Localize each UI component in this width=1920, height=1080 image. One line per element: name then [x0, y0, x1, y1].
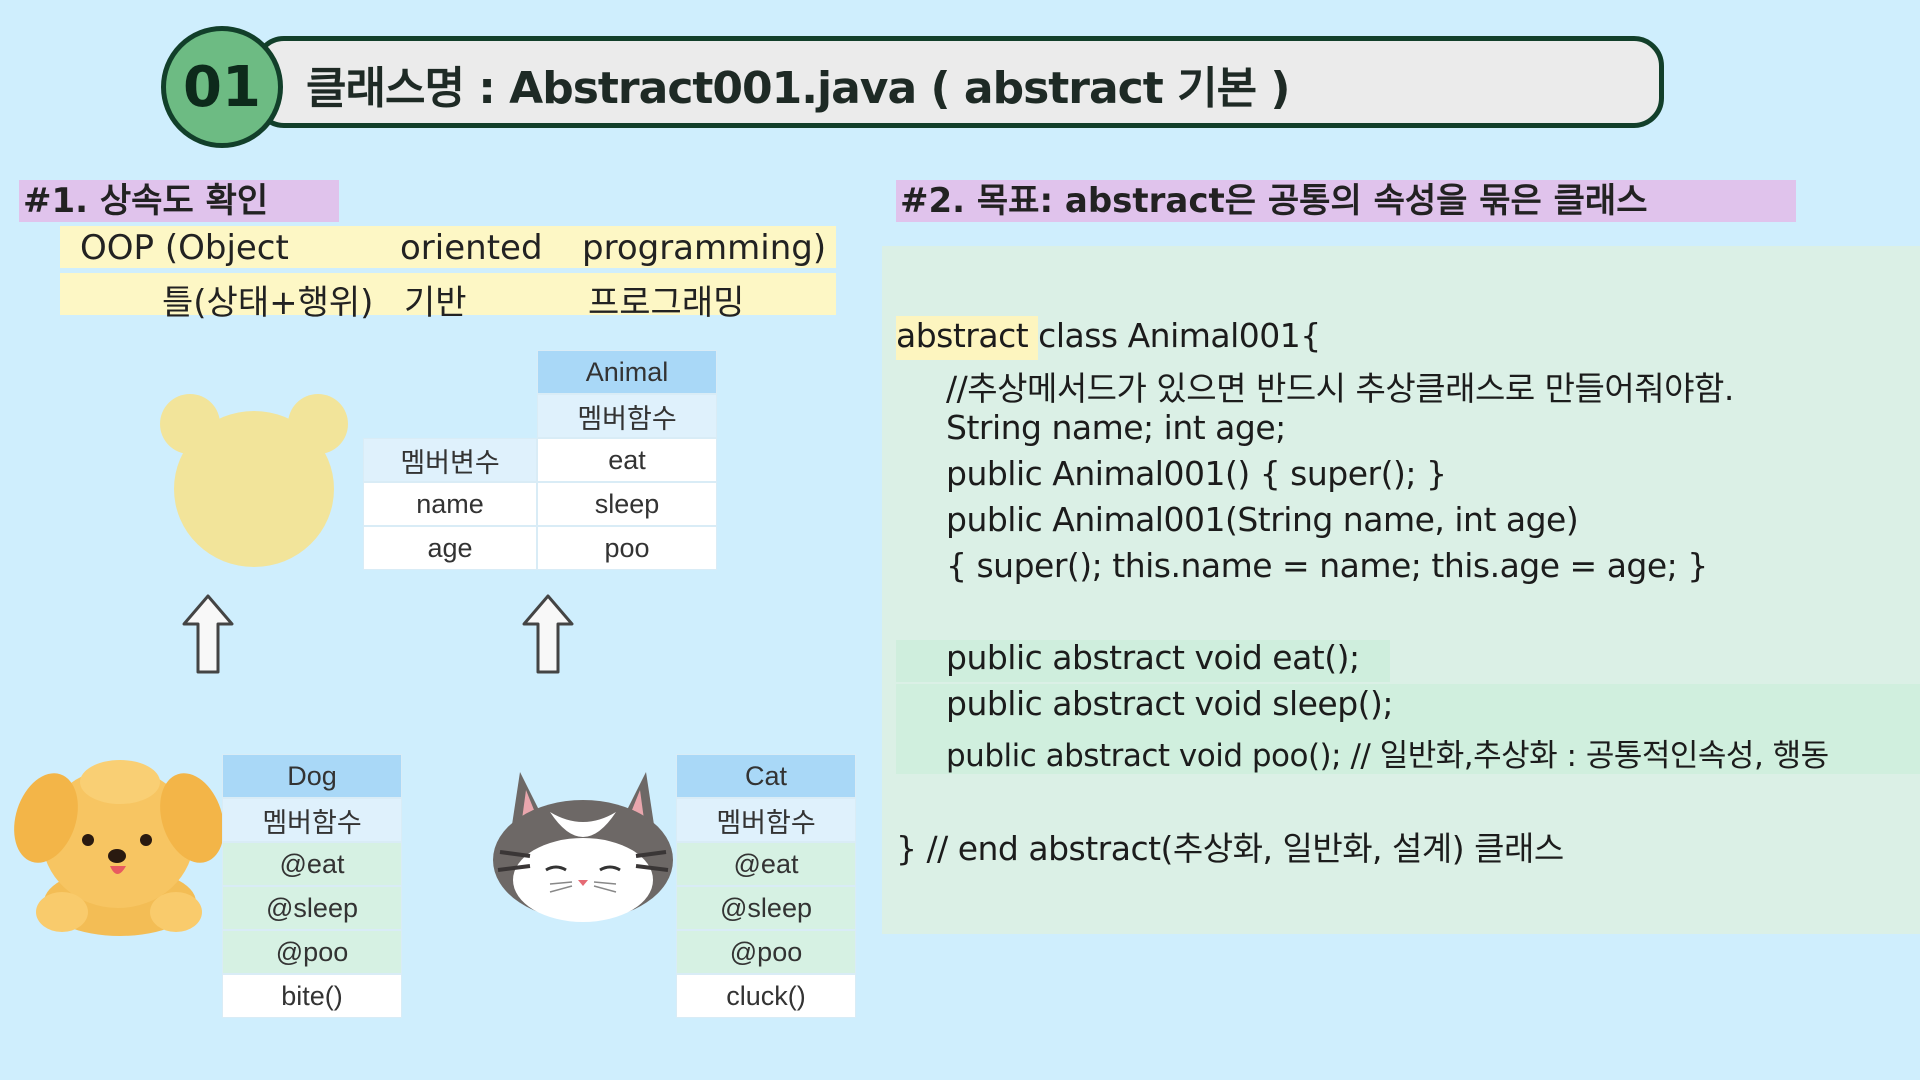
animal-field-age: age [363, 526, 537, 570]
code-line-param-constructor: public Animal001(String name, int age) [946, 500, 1579, 539]
animal-field-name: name [363, 482, 537, 526]
oop-term-2: oriented [400, 228, 543, 268]
code-abstract-keyword: abstract [896, 316, 1029, 355]
code-line-sleep: public abstract void sleep(); [946, 684, 1394, 723]
title-bar [254, 36, 1664, 128]
up-arrow-icon [182, 594, 234, 674]
animal-methods-header: 멤버함수 [537, 394, 717, 438]
dog-method-bite: bite() [222, 974, 402, 1018]
animal-table-title: Animal [537, 350, 717, 394]
abstract-method-highlight [896, 684, 1920, 774]
abstract-method-highlight [896, 640, 1390, 682]
dog-illustration-icon [14, 760, 224, 936]
code-line-comment: //추상메서드가 있으면 반드시 추상클래스로 만들어줘야함. [946, 369, 1734, 408]
cat-illustration-icon [493, 772, 673, 922]
cat-table-title: Cat [676, 754, 856, 798]
cat-methods-header: 멤버함수 [676, 798, 856, 842]
section1-title: #1. 상속도 확인 [19, 180, 339, 222]
page-title: 클래스명 : Abstract001.java ( abstract 기본 ) [306, 63, 1291, 114]
code-line-default-constructor: public Animal001() { super(); } [946, 454, 1447, 493]
cat-method-eat: @eat [676, 842, 856, 886]
dog-method-poo: @poo [222, 930, 402, 974]
code-line-class-end: } // end abstract(추상화, 일반화, 설계) 클래스 [896, 829, 1564, 868]
cat-method-cluck: cluck() [676, 974, 856, 1018]
dog-table-title: Dog [222, 754, 402, 798]
code-line-fields: String name; int age; [946, 408, 1286, 447]
oop-meaning-row: 틀(상태+행위) 기반 프로그래밍 [60, 273, 836, 323]
oop-meaning-1: 틀(상태+행위) [162, 283, 374, 323]
oop-meaning-2: 기반 [404, 283, 467, 323]
code-line-class-decl: abstract class Animal001{ [896, 316, 1321, 355]
oop-term-3: programming) [582, 228, 827, 268]
dog-method-sleep: @sleep [222, 886, 402, 930]
code-line-poo: public abstract void poo(); // 일반화,추상화 :… [946, 738, 1829, 774]
bear-silhouette-icon [160, 394, 348, 567]
oop-meaning-3: 프로그래밍 [588, 283, 745, 323]
up-arrow-icon [522, 594, 574, 674]
code-class-name: class Animal001{ [1028, 316, 1321, 355]
animal-method-eat: eat [537, 438, 717, 482]
dog-methods-header: 멤버함수 [222, 798, 402, 842]
animal-method-sleep: sleep [537, 482, 717, 526]
animal-method-poo: poo [537, 526, 717, 570]
cat-method-poo: @poo [676, 930, 856, 974]
animal-fields-header: 멤버변수 [363, 438, 537, 482]
oop-definition-row: OOP (Object oriented programming) [60, 226, 836, 268]
code-line-constructor-body: { super(); this.name = name; this.age = … [946, 546, 1708, 585]
cat-method-sleep: @sleep [676, 886, 856, 930]
code-line-eat: public abstract void eat(); [946, 638, 1360, 677]
section-number-badge: 01 [161, 26, 283, 148]
section2-title: #2. 목표: abstract은 공통의 속성을 묶은 클래스 [896, 180, 1796, 222]
oop-term-1: OOP (Object [80, 228, 289, 268]
code-panel [882, 246, 1920, 934]
dog-method-eat: @eat [222, 842, 402, 886]
abstract-keyword-highlight [896, 316, 1038, 360]
